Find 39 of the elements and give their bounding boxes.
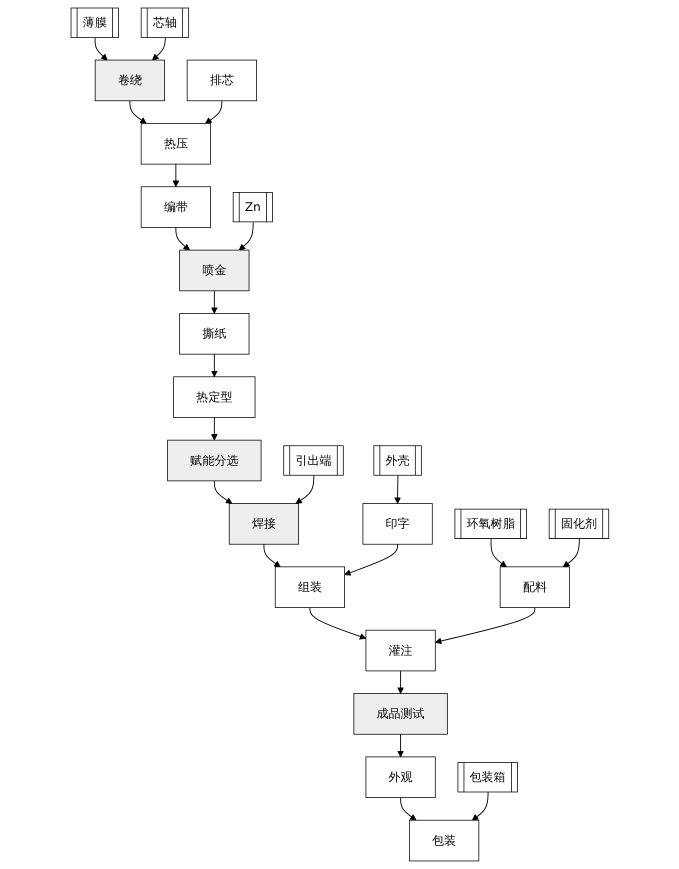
arrow bbox=[210, 290, 218, 314]
arrow bbox=[471, 792, 488, 821]
arrow bbox=[263, 544, 280, 568]
arrow bbox=[394, 475, 401, 504]
node-box: 热压 bbox=[140, 123, 211, 165]
arrow bbox=[400, 797, 416, 821]
arrow bbox=[562, 538, 580, 568]
arrow bbox=[175, 227, 190, 250]
arrow bbox=[129, 100, 146, 124]
node-box: 配料 bbox=[499, 566, 570, 608]
arrow bbox=[396, 734, 404, 758]
node-box: 撕纸 bbox=[178, 313, 250, 355]
node-box: 印字 bbox=[362, 503, 432, 545]
node-box: 外观 bbox=[365, 756, 436, 798]
node-box: 焊接 bbox=[228, 503, 299, 545]
arrow bbox=[295, 475, 314, 504]
arrow bbox=[214, 480, 232, 504]
arrow bbox=[309, 607, 366, 640]
node-box: 编带 bbox=[140, 186, 211, 228]
node-box: 灌注 bbox=[365, 630, 436, 672]
node-box: 卷绕 bbox=[94, 60, 165, 102]
arrow bbox=[94, 37, 108, 60]
arrow bbox=[396, 670, 404, 694]
arrow bbox=[434, 607, 535, 644]
arrow bbox=[172, 164, 179, 188]
arrow bbox=[210, 354, 218, 378]
node-box: 赋能分选 bbox=[166, 440, 262, 482]
node-box: 喷金 bbox=[178, 250, 250, 292]
node-box: 成品测试 bbox=[353, 693, 448, 735]
node-box: 热定型 bbox=[172, 376, 256, 418]
arrow bbox=[344, 544, 398, 576]
node-box: 包装 bbox=[408, 820, 479, 862]
arrow bbox=[490, 538, 506, 568]
node-box: 组装 bbox=[274, 566, 345, 608]
arrow bbox=[210, 417, 218, 440]
arrow bbox=[152, 37, 166, 60]
node-box: 排芯 bbox=[186, 60, 257, 102]
arrow bbox=[238, 222, 254, 250]
arrow bbox=[204, 100, 222, 124]
